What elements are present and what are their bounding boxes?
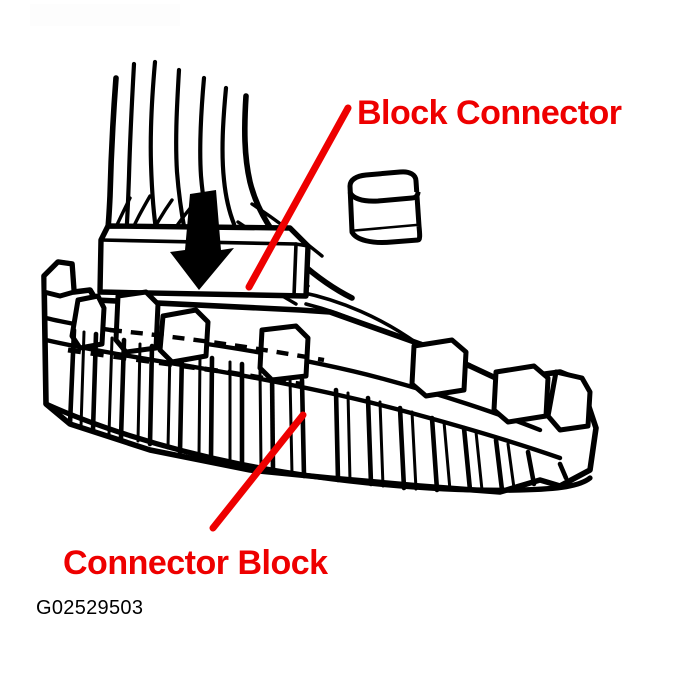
connector-block-right-ribs (333, 387, 569, 493)
leader-line-connector-block (209, 411, 307, 532)
top-watermark-band (30, 4, 180, 26)
connector-block-left-latch (41, 259, 161, 355)
connector-block-right-rib-inner (346, 391, 516, 492)
connector-block-bottom-contour (43, 401, 593, 493)
connector-block-right-section (409, 337, 593, 433)
hidden-edge-dashed-line-secondary (109, 327, 325, 363)
callout-label-connector-block: Connector Block (63, 544, 328, 582)
leader-line-block-connector (245, 104, 352, 291)
block-connector-detail (99, 238, 310, 298)
insertion-arrow-icon (170, 190, 234, 290)
cylindrical-post (347, 169, 423, 245)
callout-label-block-connector: Block Connector (357, 94, 622, 132)
figure-id-code: G02529503 (36, 597, 144, 619)
hidden-edge-dashed-line (67, 347, 301, 387)
connector-block-center-tabs (157, 307, 311, 383)
